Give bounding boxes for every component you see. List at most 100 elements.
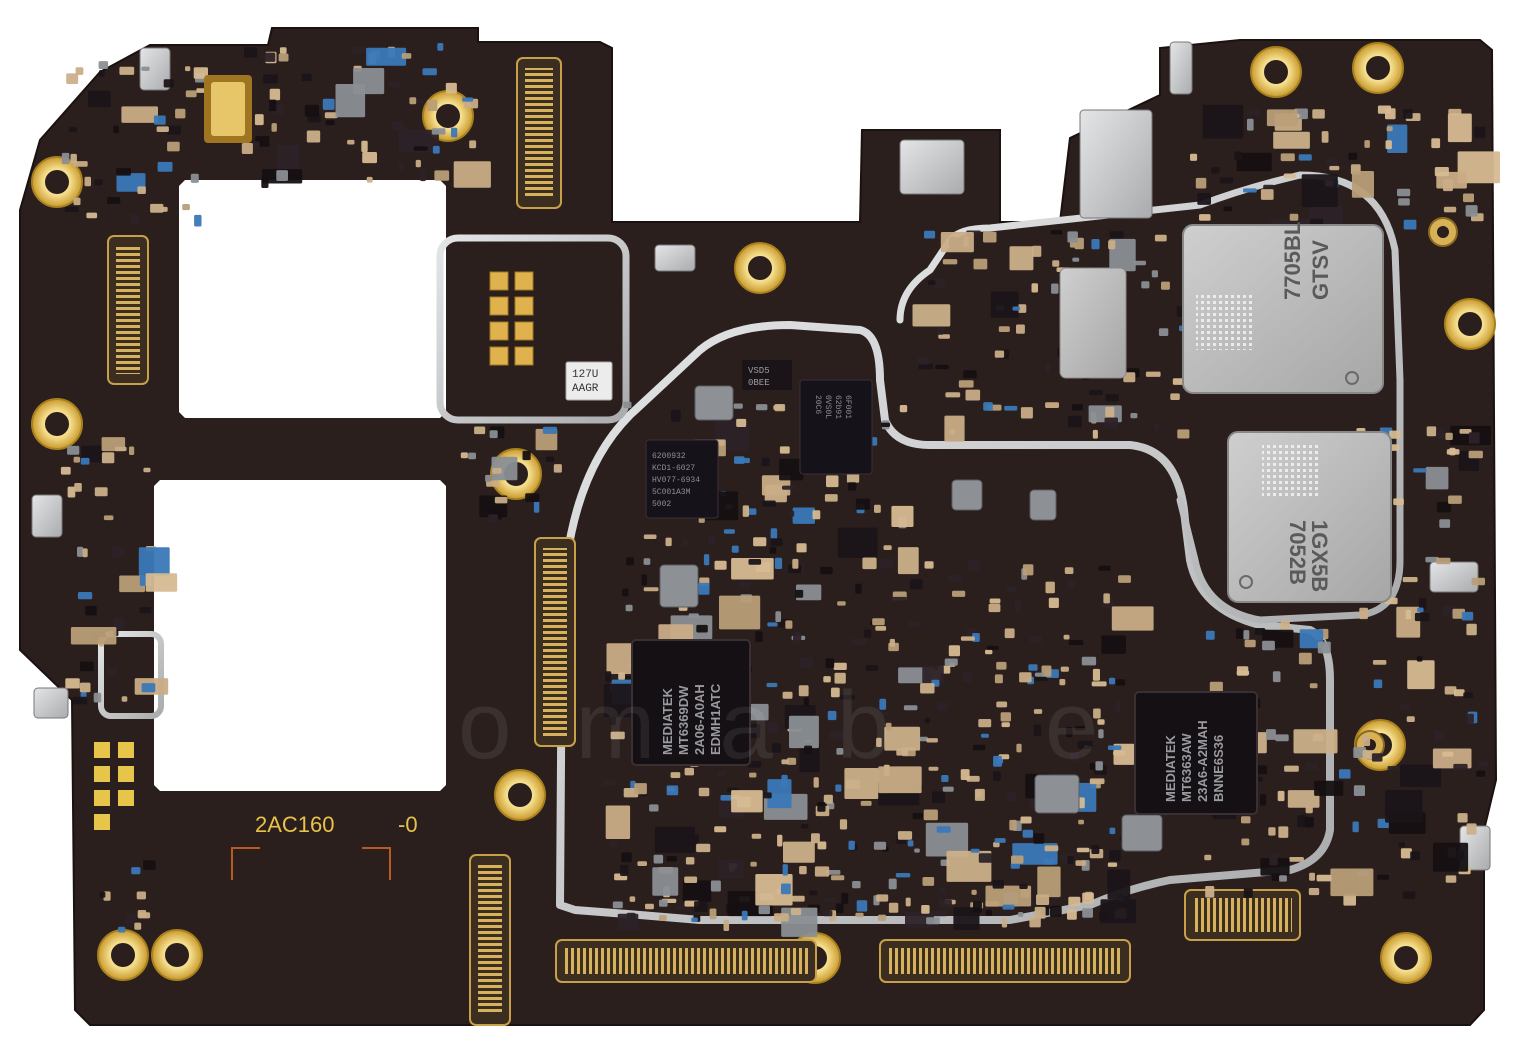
smd-part (1400, 764, 1441, 787)
smd-part (989, 598, 1001, 604)
gold-pad-array (489, 271, 534, 366)
smd-part (682, 538, 689, 546)
smd-part (654, 826, 695, 853)
smd-part (1109, 677, 1116, 685)
smd-part (1386, 126, 1393, 132)
smd-part (1020, 407, 1033, 419)
smd-part (990, 291, 1019, 318)
smd-part (789, 715, 819, 749)
smd-part (1050, 230, 1063, 235)
mediatek-pmic-left: MEDIATEK MT6369DW 2A06-A0AH EDMH1ATC (631, 639, 751, 766)
smd-part (606, 643, 638, 674)
smd-part (1223, 206, 1232, 212)
smd-part (781, 907, 818, 937)
smd-part (1006, 586, 1017, 593)
smd-part (1092, 429, 1098, 439)
smd-part (993, 771, 1001, 781)
smd-part (1016, 304, 1027, 313)
smd-part (726, 903, 739, 913)
smd-part (1463, 193, 1474, 203)
smd-part (413, 146, 428, 151)
connectors (31, 41, 1491, 1026)
smd-part (933, 278, 946, 288)
smd-part (1476, 770, 1486, 777)
smd-part (1447, 113, 1472, 143)
smd-part (325, 120, 335, 126)
smd-part (114, 446, 127, 452)
smd-part (785, 620, 793, 629)
smd-part (1244, 639, 1256, 648)
smd-part (751, 833, 762, 839)
smd-part (1153, 423, 1160, 432)
smd-part (834, 672, 846, 684)
smd-part (1048, 597, 1059, 608)
smd-part (630, 780, 636, 790)
smd-part (986, 645, 999, 650)
smd-part (716, 770, 726, 777)
smd-part (66, 73, 79, 84)
memory-chip-bottom: 7052B 1GX5B (1227, 431, 1392, 603)
qfn-mid-line2: 62b91 (833, 395, 842, 419)
smd-part (774, 913, 789, 922)
smd-part (958, 380, 974, 388)
smd-part (649, 804, 659, 812)
smd-part (1397, 188, 1411, 197)
smd-part (994, 838, 1006, 843)
smd-part (782, 485, 797, 490)
smd-part (129, 214, 139, 224)
smd-part (602, 780, 616, 786)
smd-part (304, 104, 319, 117)
smd-part (992, 880, 1004, 889)
smd-part (755, 631, 763, 642)
smd-part (535, 428, 558, 451)
smd-part (1399, 703, 1410, 710)
smd-part (73, 197, 81, 206)
smd-part (1082, 908, 1093, 918)
mtk-right-line4: BNNE6S36 (1211, 735, 1226, 802)
smd-part (1448, 108, 1462, 115)
smd-part (67, 445, 80, 455)
smd-part (1468, 450, 1483, 459)
smd-part (922, 665, 944, 685)
smd-part (928, 766, 939, 771)
smd-part (798, 685, 809, 697)
smd-part (185, 66, 191, 72)
smd-part (1045, 363, 1051, 374)
smd-part (926, 917, 940, 925)
smd-part (1426, 426, 1437, 437)
smd-part (1398, 198, 1410, 206)
smd-part (437, 43, 444, 51)
smd-part (1403, 219, 1417, 230)
smd-part (1425, 556, 1439, 563)
smd-part (84, 176, 91, 187)
smd-part (1364, 140, 1370, 148)
smd-part (1111, 606, 1154, 631)
smd-part (719, 595, 761, 630)
smd-part (1444, 686, 1457, 695)
mtk-left-line4: EDMH1ATC (708, 683, 723, 755)
smd-part (1325, 180, 1334, 187)
smd-part (983, 231, 997, 243)
smd-part (733, 403, 743, 409)
smd-part (153, 115, 166, 125)
smd-part (1352, 821, 1359, 833)
smd-part (1109, 231, 1124, 239)
smd-part (734, 456, 745, 464)
qfn-left-line2: KCD1-6027 (652, 464, 695, 473)
smd-part (936, 326, 944, 335)
smd-part (1072, 257, 1080, 262)
smd-part (823, 676, 831, 683)
smd-part (1287, 790, 1320, 808)
smd-part (116, 168, 131, 176)
smd-part (1034, 906, 1046, 919)
smd-part (94, 487, 108, 497)
smd-part (626, 557, 634, 566)
smd-part (831, 687, 840, 698)
smd-part (1092, 668, 1100, 681)
smd-part (1372, 660, 1387, 665)
smd-part (974, 788, 985, 801)
smd-part (691, 917, 698, 922)
memory-chip-top: 7705BL GTSV (1182, 222, 1384, 394)
board-connector (534, 537, 576, 747)
smd-part (125, 913, 136, 924)
